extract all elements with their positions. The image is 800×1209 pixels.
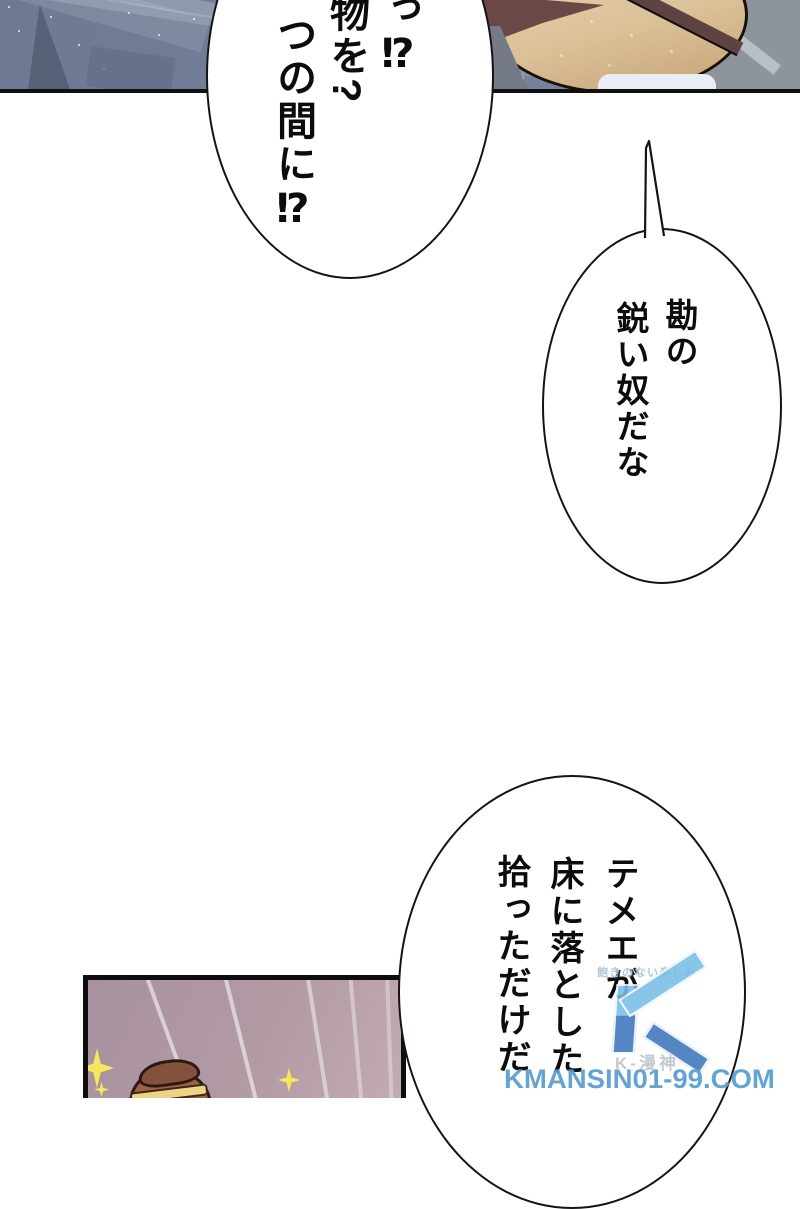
bubble-middle-text-col2: 鋭い奴だな [612,301,649,481]
sparkle-icon [278,1068,300,1092]
sparkle-icon [88,1048,114,1088]
cloak-silhouette [28,4,70,89]
speed-line [222,980,260,1098]
speech-bubble-middle [542,228,782,584]
cloak-shadow [85,46,176,89]
speed-line [348,980,364,1098]
bubble-top-text-col1: っ⁉ [376,0,420,80]
speed-line [385,980,394,1098]
speech-bubble-tail [643,139,666,239]
coin-pouch [125,1055,213,1098]
watermark-k-logo-icon [610,949,715,1075]
dust-specks [8,6,10,8]
collar [598,74,716,89]
speed-line [305,980,331,1098]
watermark-brand: K-漫神 [615,1054,679,1073]
bubble-bottom-text-col2: 床に落とした [545,856,583,1078]
bubble-bottom-text-col3: 拾っただけだ [492,854,530,1076]
bubble-bottom-text-col1: テメエが [600,856,638,1004]
bubble-top-text-col3: つの間に⁉ [271,14,315,235]
face-closeup [470,0,800,89]
bubble-top-text-col2: 物を? [324,0,368,106]
bubble-middle-text-col1: 勘の [661,298,698,370]
skin-highlight-specks [590,20,593,23]
panel-bottom-scene [83,975,406,1098]
watermark-site-url: KMANSIN01-99.COM [504,1064,775,1094]
